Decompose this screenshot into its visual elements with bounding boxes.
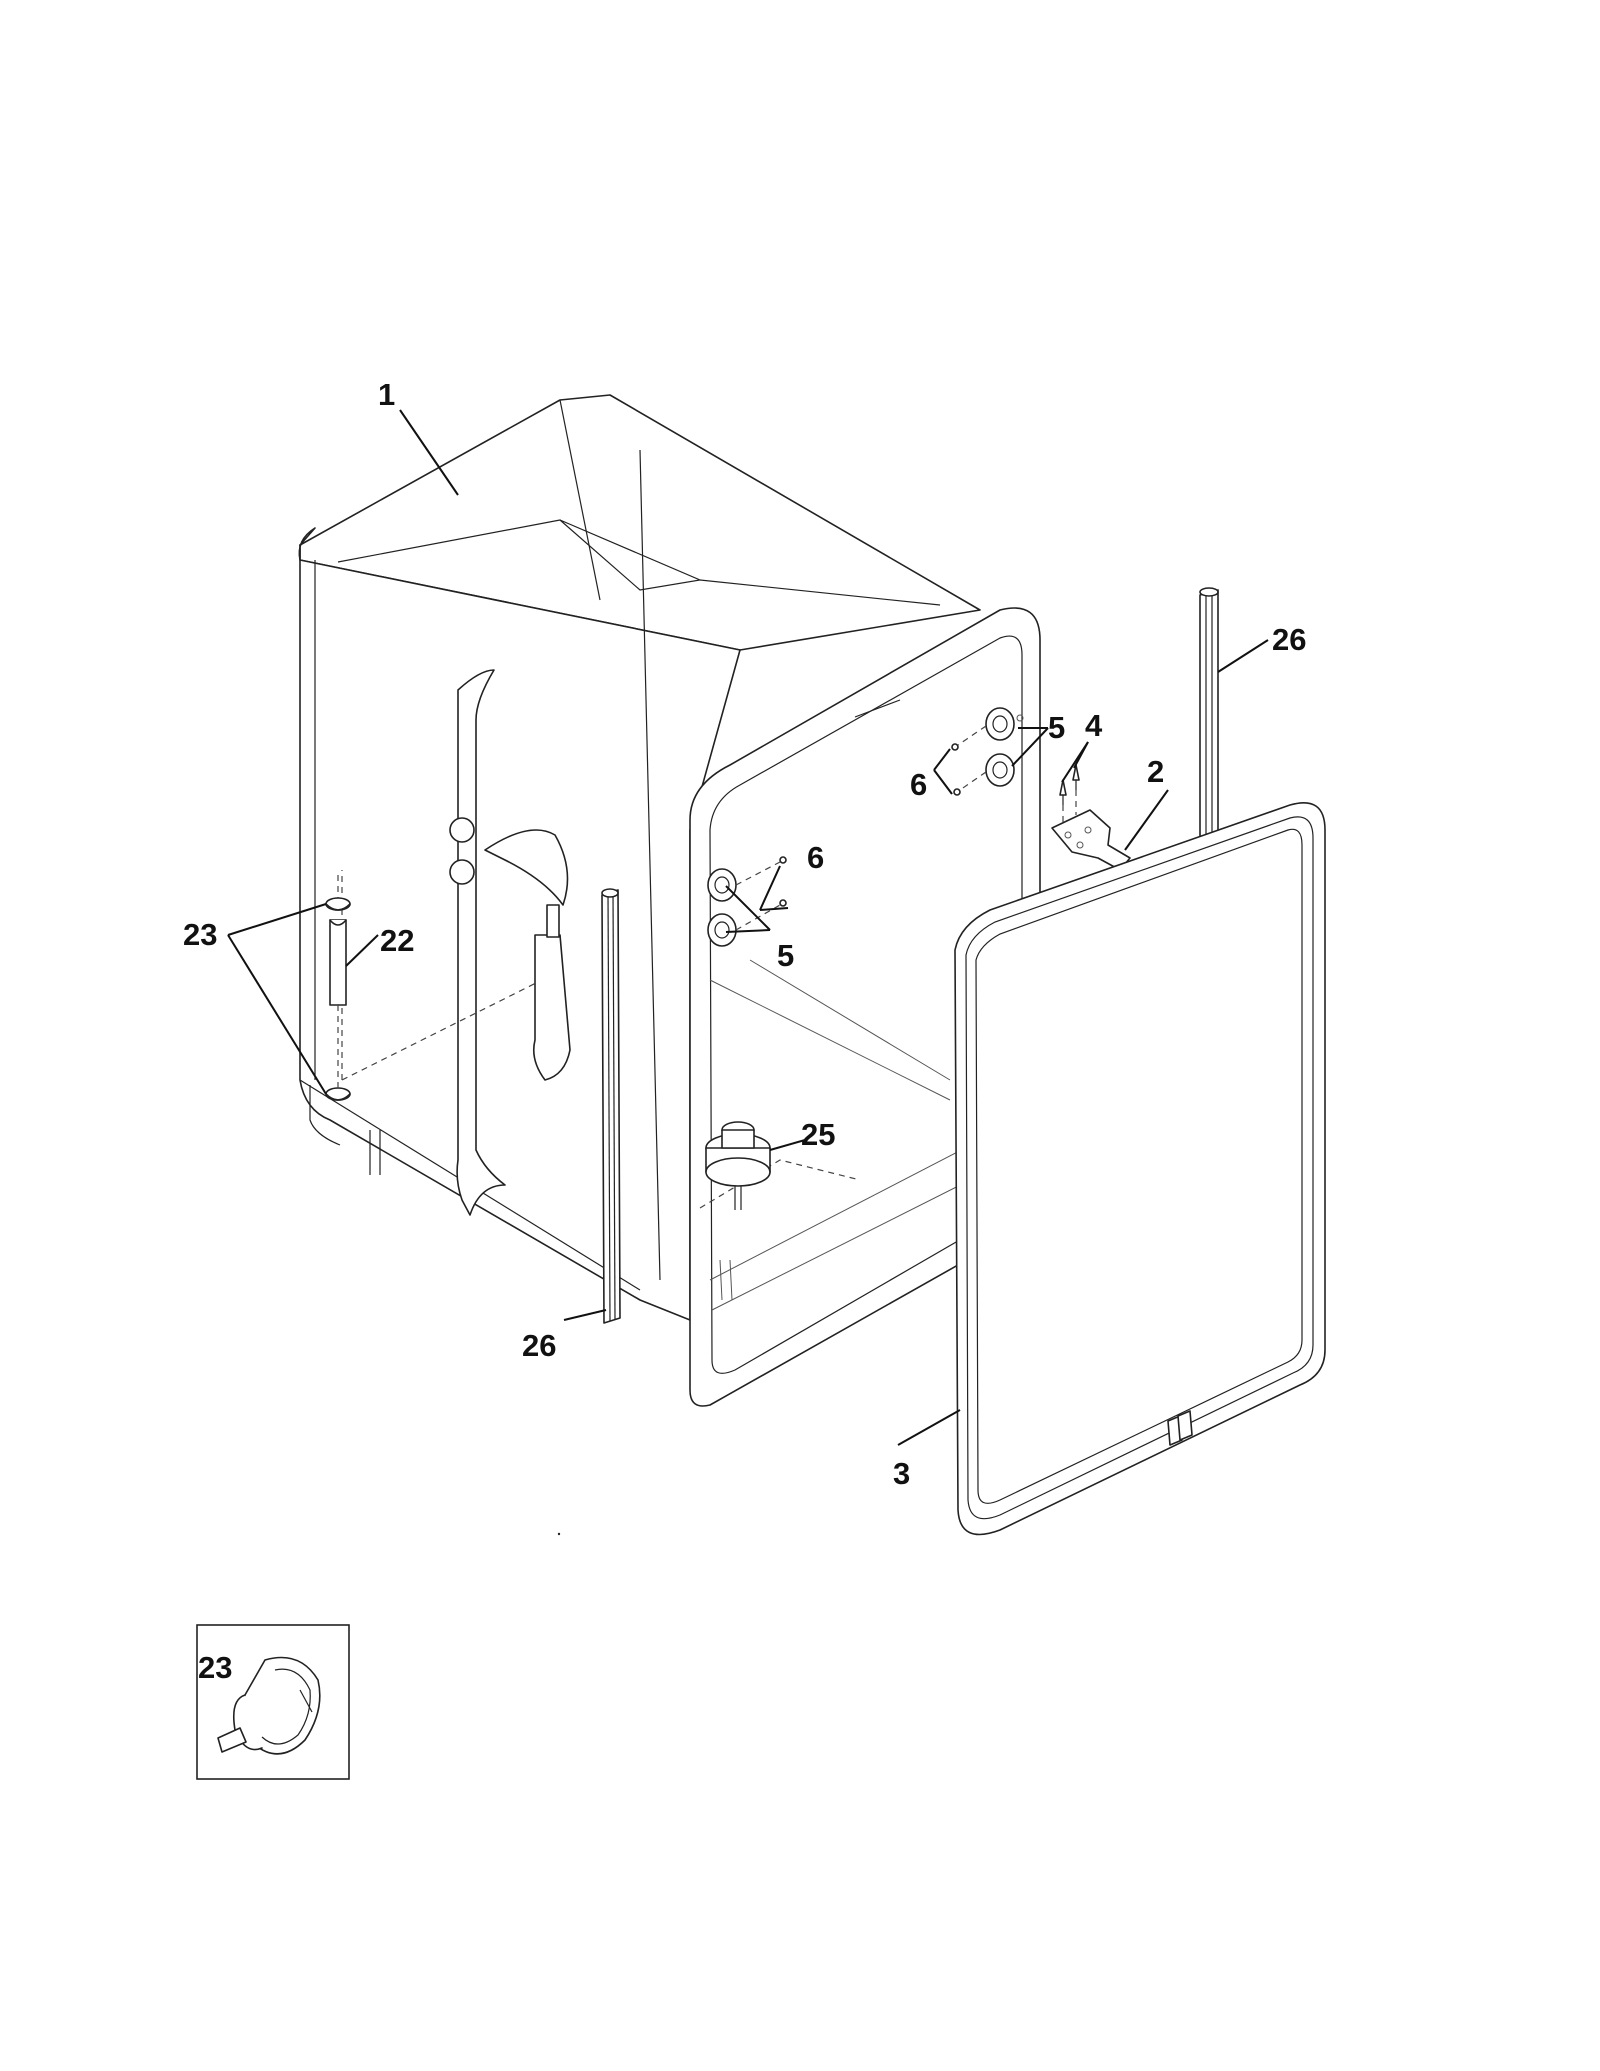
- callout-4: 4: [1085, 708, 1103, 743]
- bracket-and-screws: [1051, 764, 1131, 871]
- callout-22: 22: [380, 923, 414, 958]
- callout-5-upper: 5: [1048, 710, 1065, 745]
- callout-25: 25: [801, 1117, 835, 1152]
- callout-3: 3: [893, 1456, 910, 1491]
- roller-pair-right: [951, 707, 1024, 796]
- detail-box-clamp: [196, 1624, 350, 1780]
- stray-dot: [557, 1532, 561, 1536]
- callout-26-left: 26: [522, 1328, 556, 1363]
- callout-6-upper: 6: [910, 767, 927, 802]
- callout-6-lower: 6: [807, 840, 824, 875]
- callout-labels: 1 2 3 4 5 5 6 6 22 23 25 26 26 23: [183, 377, 1306, 1685]
- callout-26-right: 26: [1272, 622, 1306, 657]
- door-seal-ring: [954, 802, 1326, 1536]
- callout-23: 23: [183, 917, 217, 952]
- callout-1: 1: [378, 377, 395, 412]
- tub-body: [298, 394, 981, 1321]
- callout-5-lower: 5: [777, 938, 794, 973]
- leader-lines: [227, 409, 1269, 1446]
- float-assembly: [705, 1121, 771, 1210]
- callout-23-detail: 23: [198, 1650, 232, 1685]
- callout-2: 2: [1147, 754, 1164, 789]
- gasket-strip-left: [601, 888, 621, 1324]
